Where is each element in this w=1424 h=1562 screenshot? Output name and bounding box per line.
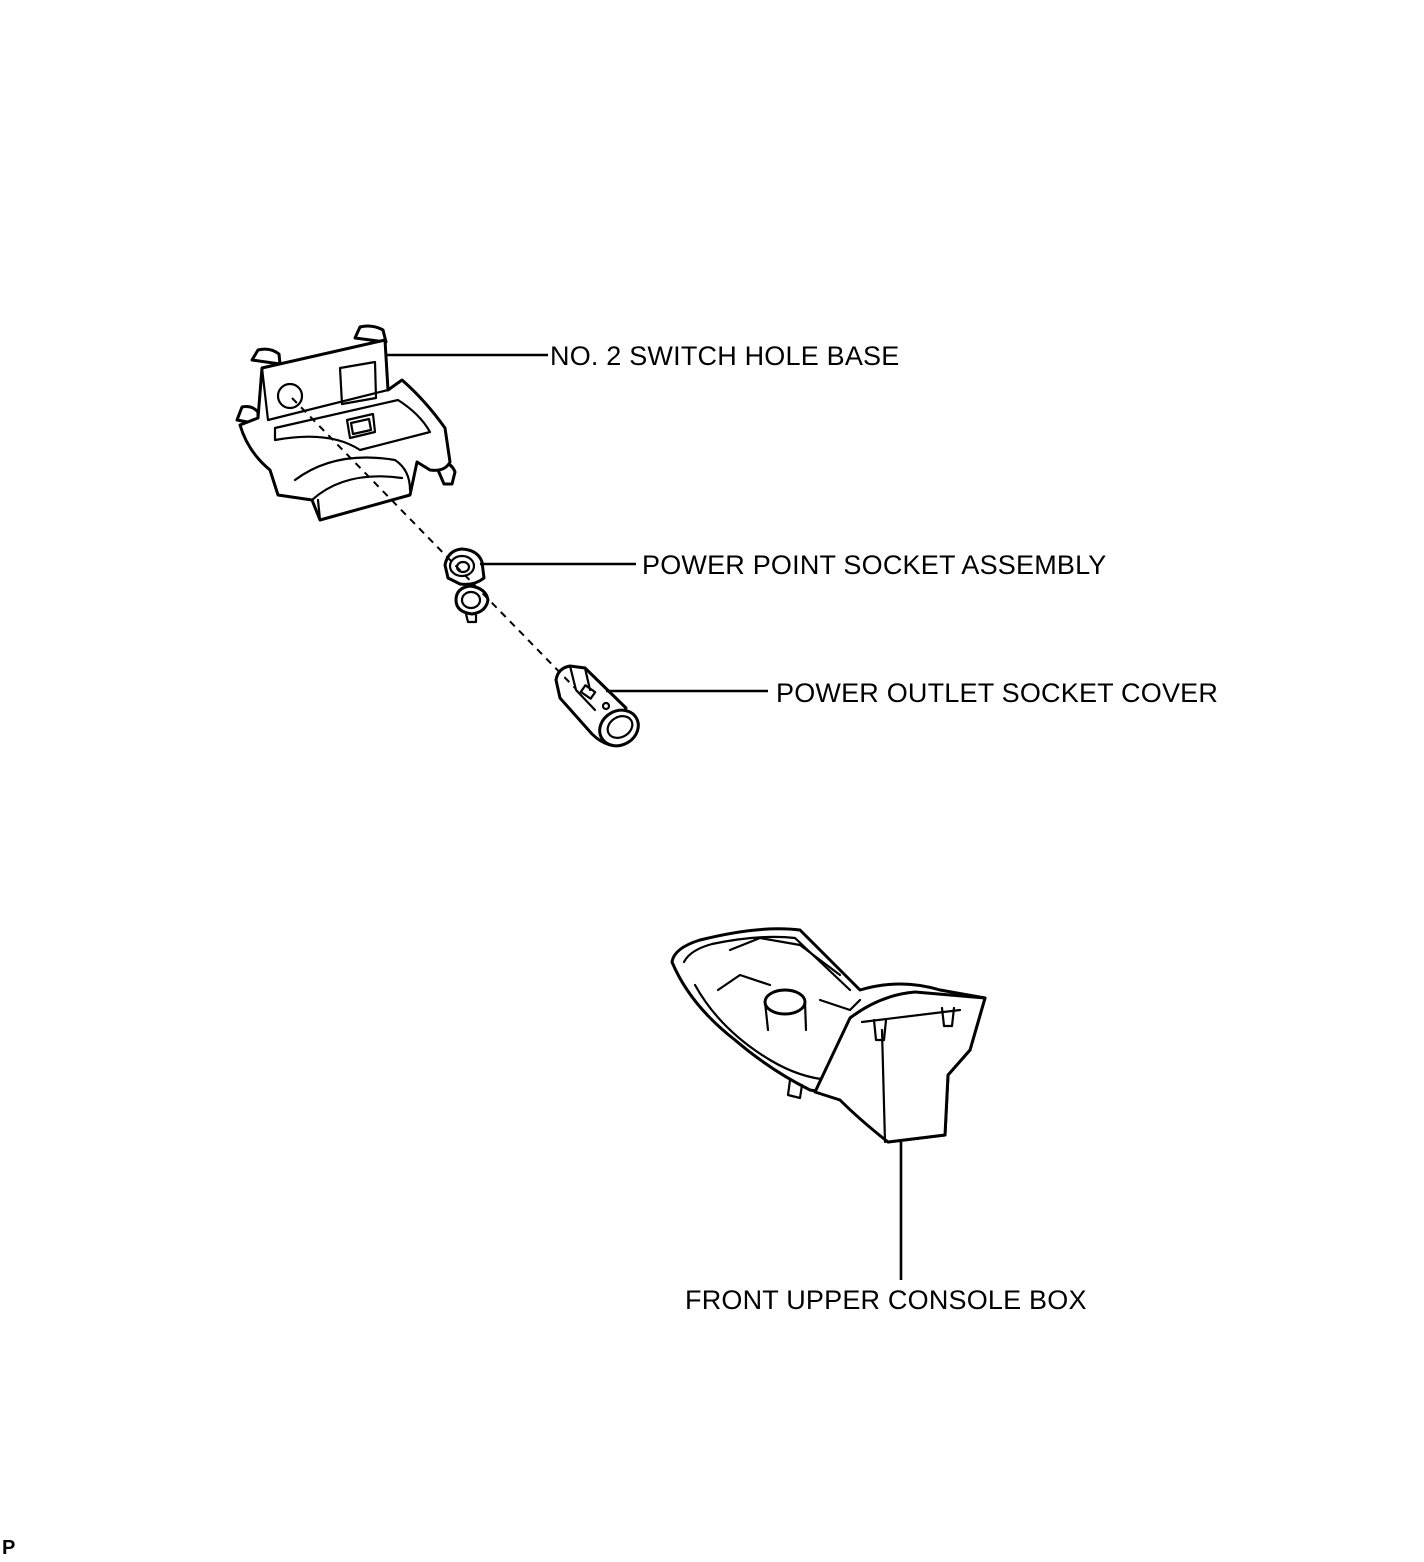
label-power-outlet-cover: POWER OUTLET SOCKET COVER [776, 678, 1219, 708]
corner-code: P [2, 1537, 16, 1559]
power-point-socket-part [443, 547, 490, 624]
label-power-point-socket: POWER POINT SOCKET ASSEMBLY [642, 550, 1107, 580]
label-switch-hole-base: NO. 2 SWITCH HOLE BASE [550, 341, 900, 371]
assembly-axis-line [291, 397, 576, 689]
power-outlet-cover-part [554, 664, 640, 748]
switch-hole-base-part [235, 324, 457, 522]
console-box-part [670, 927, 987, 1144]
label-console-box: FRONT UPPER CONSOLE BOX [685, 1285, 1087, 1315]
